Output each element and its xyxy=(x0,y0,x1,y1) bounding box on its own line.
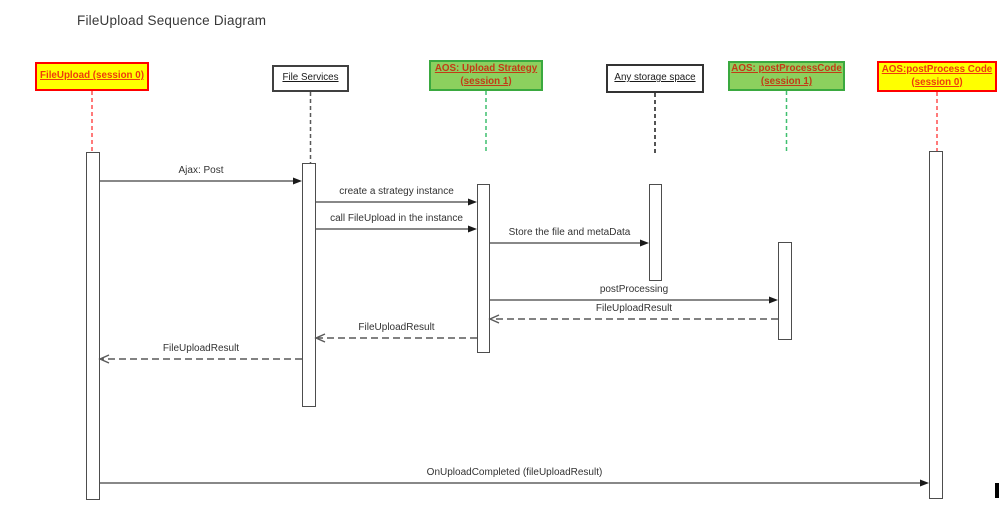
participant-label: (session 1) xyxy=(760,76,813,87)
arrowhead-filled-8 xyxy=(920,479,929,487)
diagram-title: FileUpload Sequence Diagram xyxy=(77,13,267,28)
participant-label: AOS:postProcess Code xyxy=(881,63,993,75)
activation-bar-fileupload xyxy=(86,152,100,500)
arrowhead-filled-4 xyxy=(769,296,778,304)
message-label: FileUploadResult xyxy=(358,322,435,333)
arrowhead-open-5 xyxy=(488,314,500,324)
message-label: create a strategy instance xyxy=(339,186,454,197)
arrowhead-filled-3 xyxy=(640,239,649,247)
participant-label: AOS: postProcessCode xyxy=(731,63,842,75)
message-label: FileUploadResult xyxy=(162,343,240,354)
message-label: OnUploadCompleted (fileUploadResult) xyxy=(426,467,603,478)
message-label: FileUploadResult xyxy=(595,303,673,314)
participant-label: FileUpload (session 0) xyxy=(40,70,144,82)
activation-bar-fileservices xyxy=(302,163,316,407)
message-label: postProcessing xyxy=(599,284,669,295)
text-cursor xyxy=(995,483,999,498)
message-label: Ajax: Post xyxy=(178,165,224,176)
activation-bar-strategy xyxy=(477,184,490,353)
participant-label: (session 1) xyxy=(460,75,512,87)
activation-bar-postcode1 xyxy=(778,242,792,340)
arrowhead-filled-2 xyxy=(468,225,477,233)
message-label: Store the file and metaData xyxy=(508,227,631,238)
participant-box-strategy: AOS: Upload Strategy(session 1) xyxy=(429,60,543,91)
arrowhead-open-6 xyxy=(314,333,326,343)
arrowhead-open-7 xyxy=(98,354,110,364)
participant-label: (session 0) xyxy=(911,76,963,88)
participant-box-postcode0: AOS:postProcess Code(session 0) xyxy=(877,61,997,92)
activation-bar-postcode0 xyxy=(929,151,943,499)
message-label: call FileUpload in the instance xyxy=(330,213,463,224)
participant-label: File Services xyxy=(282,72,339,84)
arrowhead-filled-1 xyxy=(468,198,477,206)
participant-box-fileupload: FileUpload (session 0) xyxy=(35,62,149,91)
participant-box-storage: Any storage space xyxy=(606,64,704,93)
arrowhead-filled-0 xyxy=(293,177,302,185)
participant-label: AOS: Upload Strategy xyxy=(434,62,538,74)
participant-label: Any storage space xyxy=(614,72,696,84)
participant-box-postcode1: AOS: postProcessCode(session 1) xyxy=(728,61,845,91)
activation-bar-storage xyxy=(649,184,662,281)
participant-box-fileservices: File Services xyxy=(272,65,349,92)
